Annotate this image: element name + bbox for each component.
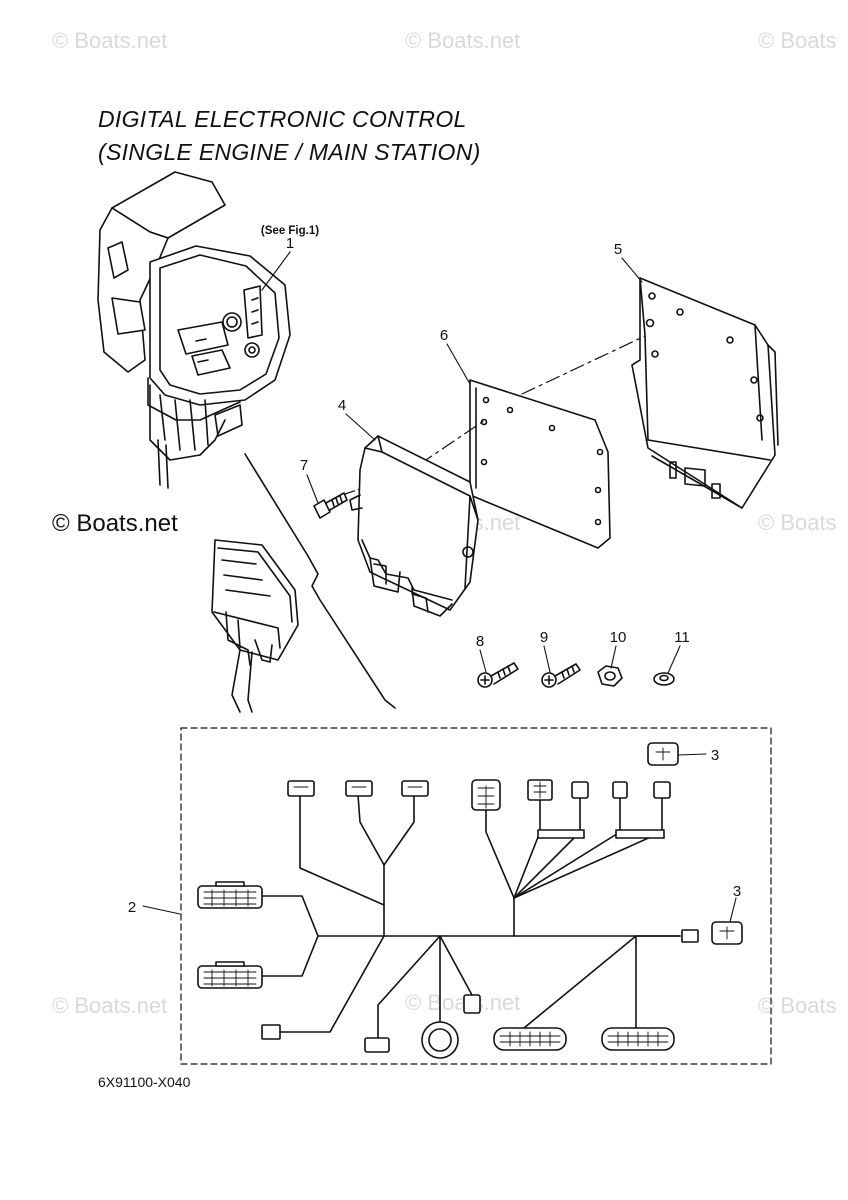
watermark: © Boats.net — [405, 990, 521, 1015]
see-fig-note: (See Fig.1) — [261, 225, 319, 237]
part-7-bolt — [313, 492, 348, 519]
harness-dashed-box — [180, 727, 772, 1065]
watermark: © Boats — [758, 28, 837, 53]
callout-numbers: 1 2 3 3 4 5 6 7 8 9 10 11 — [128, 235, 741, 916]
inset-bracket-line — [244, 453, 396, 709]
diagram-title-line1: DIGITAL ELECTRONIC CONTROL — [98, 106, 467, 132]
part-9-screw — [541, 663, 581, 688]
callout-11: 11 — [674, 629, 690, 646]
callout-8: 8 — [476, 633, 484, 650]
part-1-remote-control-box — [97, 171, 291, 489]
callout-2: 2 — [128, 899, 136, 916]
connector-pins — [203, 747, 735, 1047]
watermark: © Boats.net — [52, 28, 168, 53]
watermark-dark: © Boats.net — [52, 510, 178, 537]
leader-lines — [142, 251, 737, 923]
callout-4: 4 — [338, 397, 346, 414]
watermark: © Boats — [758, 510, 837, 535]
watermark: © Boats.net — [52, 993, 168, 1018]
part-11-washer — [653, 672, 675, 686]
diagram-title-line2: (SINGLE ENGINE / MAIN STATION) — [98, 139, 481, 165]
callout-6: 6 — [440, 327, 448, 344]
callout-5: 5 — [614, 241, 622, 258]
part-5-mounting-bracket — [631, 277, 779, 509]
callout-9: 9 — [540, 629, 548, 646]
part-6-plate — [469, 379, 611, 549]
part-2-wire-harness — [261, 794, 681, 1039]
callout-7: 7 — [300, 457, 308, 474]
callout-1: 1 — [286, 235, 294, 252]
inset-controller-detail — [211, 539, 299, 713]
part-number: 6X91100-X040 — [98, 1074, 191, 1090]
callout-3b: 3 — [733, 883, 741, 900]
callout-3a: 3 — [711, 747, 719, 764]
callout-10: 10 — [610, 629, 627, 646]
harness-connectors — [197, 742, 743, 1059]
part-4-control-unit — [349, 435, 479, 617]
part-10-nut — [597, 665, 623, 687]
watermark: © Boats.net — [405, 28, 521, 53]
part-8-screw — [477, 662, 519, 688]
